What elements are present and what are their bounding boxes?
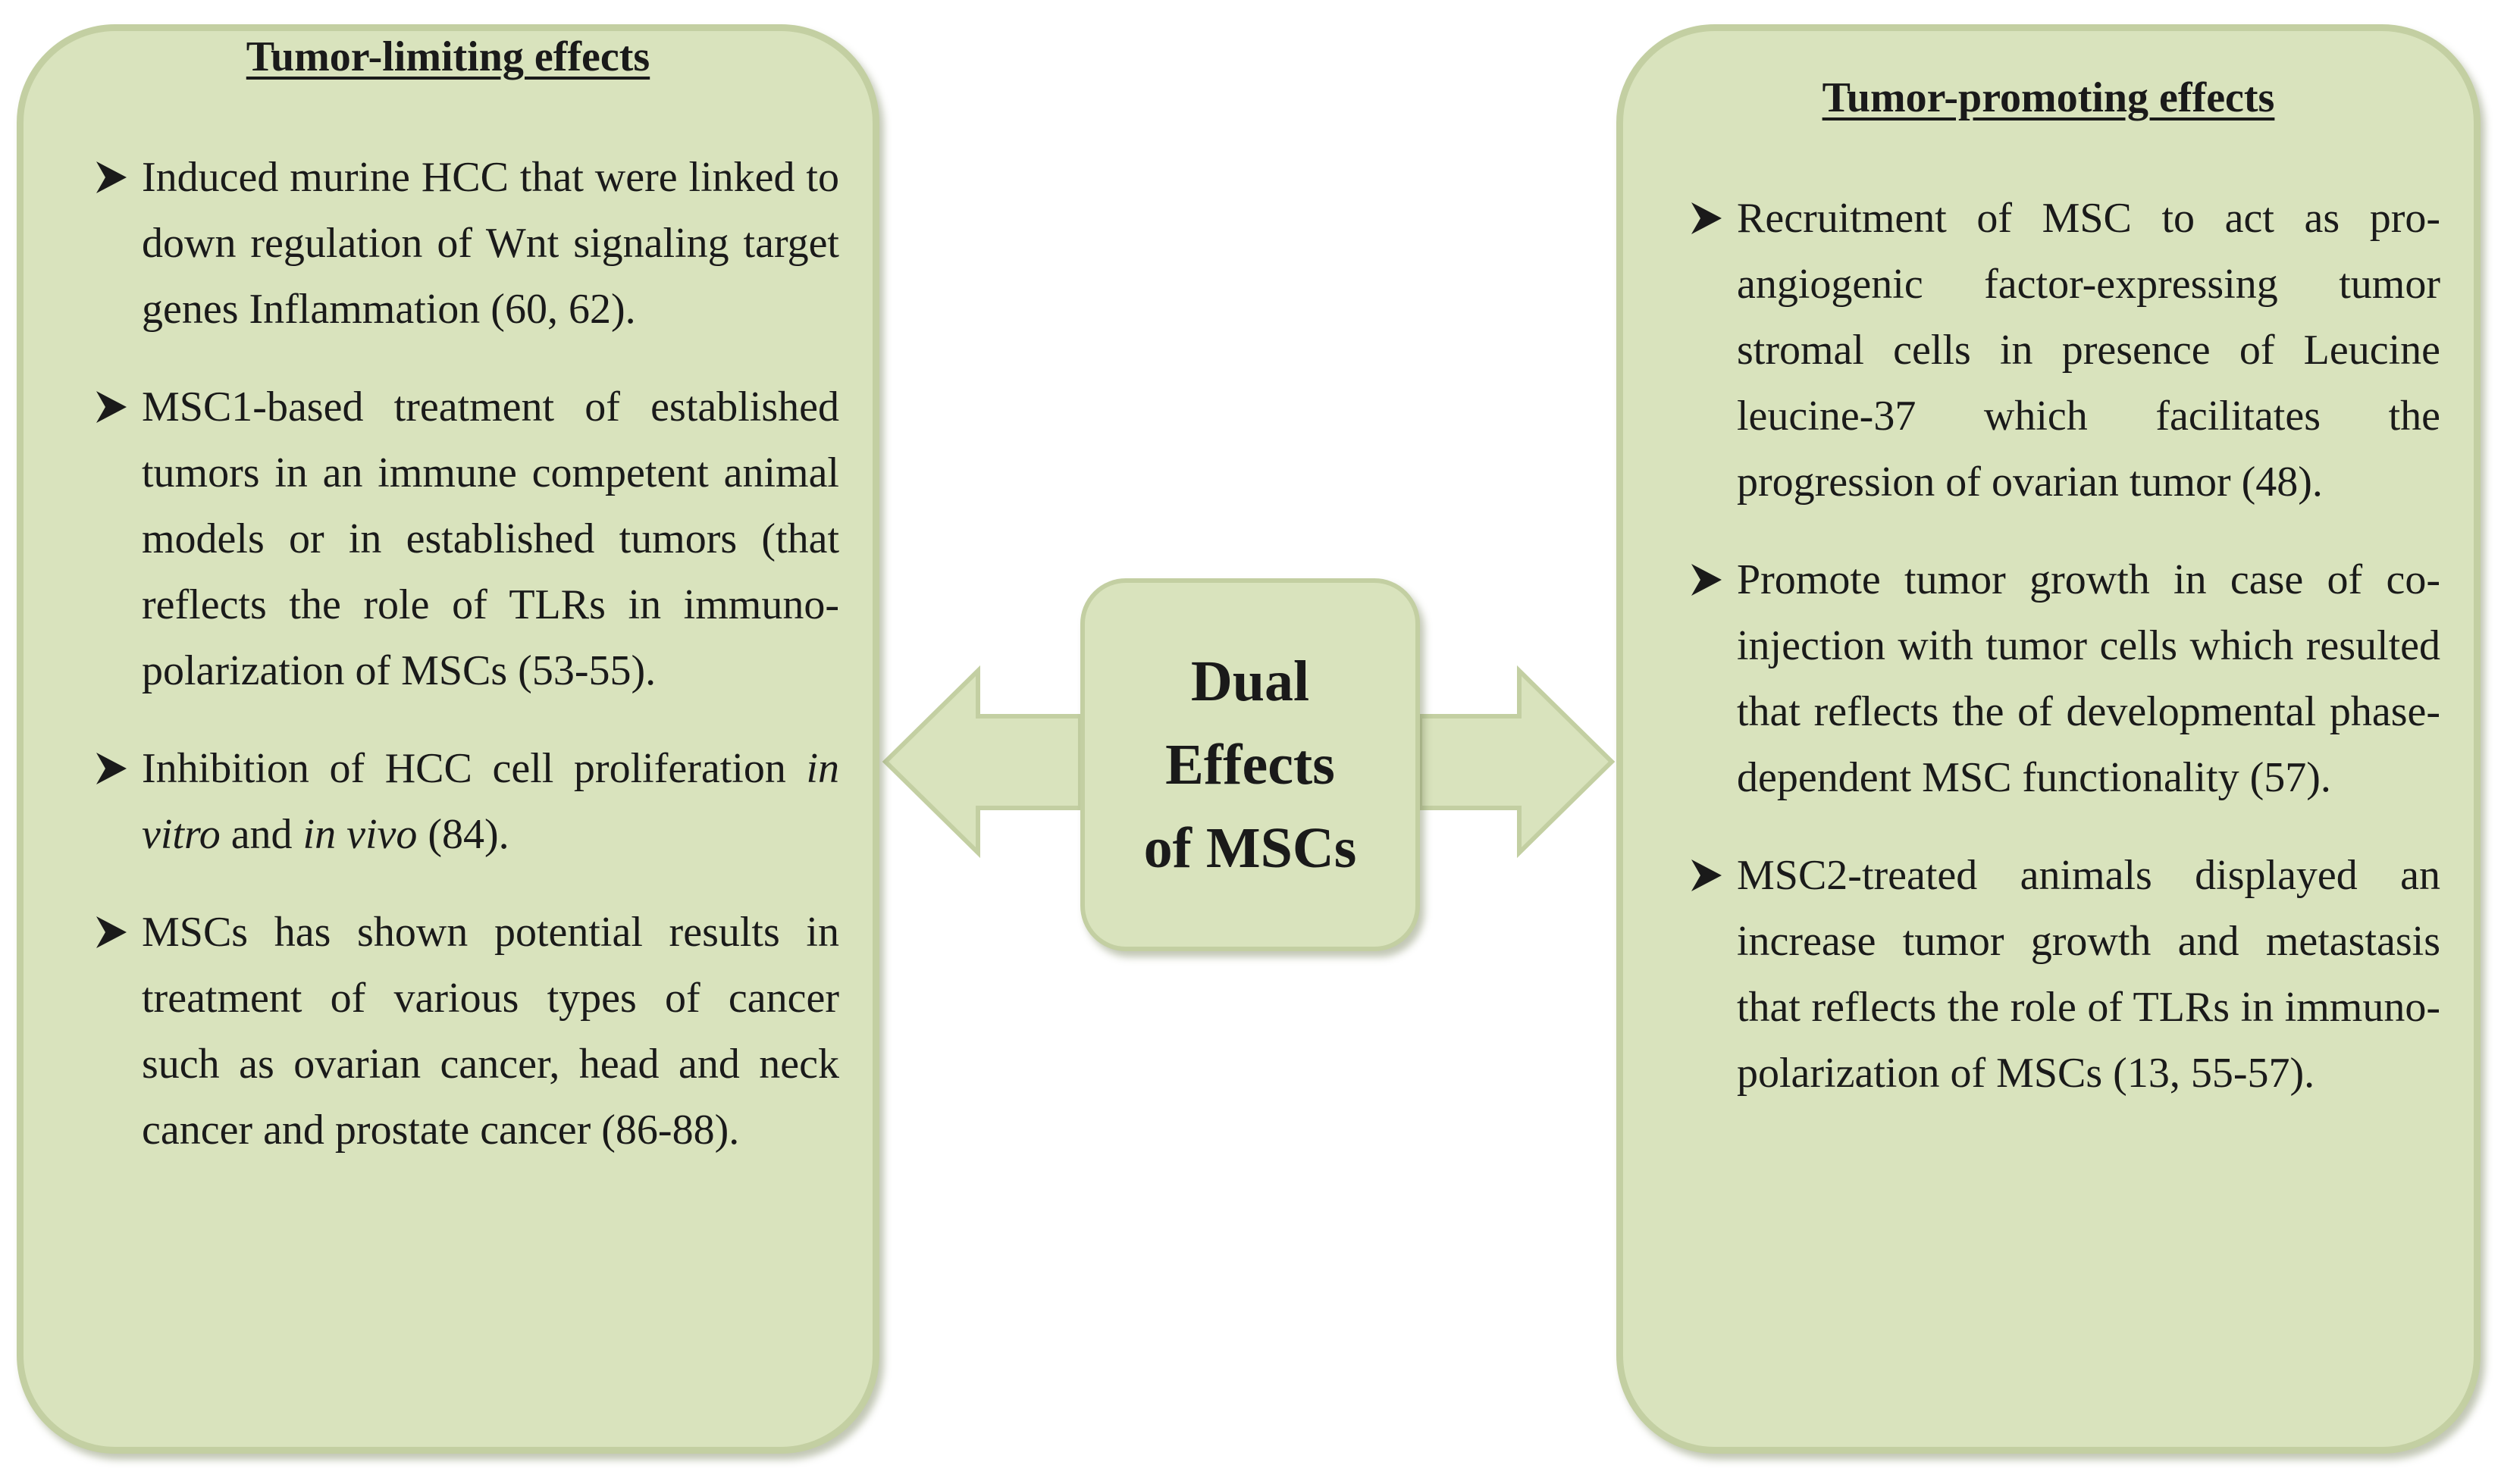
left-arrow (882, 665, 1083, 859)
tumor-promoting-list: Recruitment of MSC to act as pro-angioge… (1690, 186, 2440, 1138)
list-item: MSC2-treated animals displayed an increa… (1690, 843, 2440, 1107)
list-item: Recruitment of MSC to act as pro-angioge… (1690, 186, 2440, 515)
list-item-text: Inhibition of HCC cell proliferation in … (142, 745, 839, 858)
tumor-promoting-title: Tumor-promoting effects (1822, 74, 2275, 121)
list-item-text: Recruitment of MSC to act as pro-angioge… (1737, 195, 2440, 506)
list-item-text: Promote tumor growth in case of co-injec… (1737, 556, 2440, 801)
text-segment: and (220, 811, 303, 858)
italic-term: in vitro (142, 745, 839, 858)
list-item: Promote tumor growth in case of co-injec… (1690, 547, 2440, 811)
list-item-text: MSCs has shown potential results in trea… (142, 909, 839, 1154)
list-item: MSC1-based treatment of established tumo… (95, 374, 839, 704)
right-arrow (1418, 665, 1616, 859)
tumor-limiting-panel: Tumor-limiting effects Induced murine HC… (17, 24, 879, 1454)
text-segment: MSC1-based treatment of established tumo… (142, 384, 839, 694)
text-segment: MSCs has shown potential results in trea… (142, 909, 839, 1154)
list-item-text: MSC1-based treatment of established tumo… (142, 384, 839, 694)
list-item-text: Induced murine HCC that were linked to d… (142, 154, 839, 333)
text-segment: (84). (417, 811, 509, 858)
text-segment: Promote tumor growth in case of co-injec… (1737, 556, 2440, 801)
tumor-promoting-panel: Tumor-promoting effects Recruitment of M… (1616, 24, 2481, 1454)
center-label-line-1: Dual (1190, 650, 1310, 713)
tumor-limiting-list: Induced murine HCC that were linked to d… (95, 145, 839, 1195)
text-segment: MSC2-treated animals displayed an increa… (1737, 852, 2440, 1097)
dual-effects-node: Dual Effects of MSCs (1080, 578, 1420, 951)
center-label-line-2: Effects (1165, 733, 1335, 797)
center-label-line-3: of MSCs (1143, 816, 1357, 880)
tumor-limiting-title: Tumor-limiting effects (246, 33, 650, 80)
text-segment: Inhibition of HCC cell proliferation (142, 745, 807, 792)
text-segment: Recruitment of MSC to act as pro-angioge… (1737, 195, 2440, 506)
list-item-text: MSC2-treated animals displayed an increa… (1737, 852, 2440, 1097)
list-item: Inhibition of HCC cell proliferation in … (95, 736, 839, 868)
list-item: MSCs has shown potential results in trea… (95, 900, 839, 1163)
italic-term: in vivo (302, 811, 418, 858)
list-item: Induced murine HCC that were linked to d… (95, 145, 839, 343)
text-segment: Induced murine HCC that were linked to d… (142, 154, 839, 333)
